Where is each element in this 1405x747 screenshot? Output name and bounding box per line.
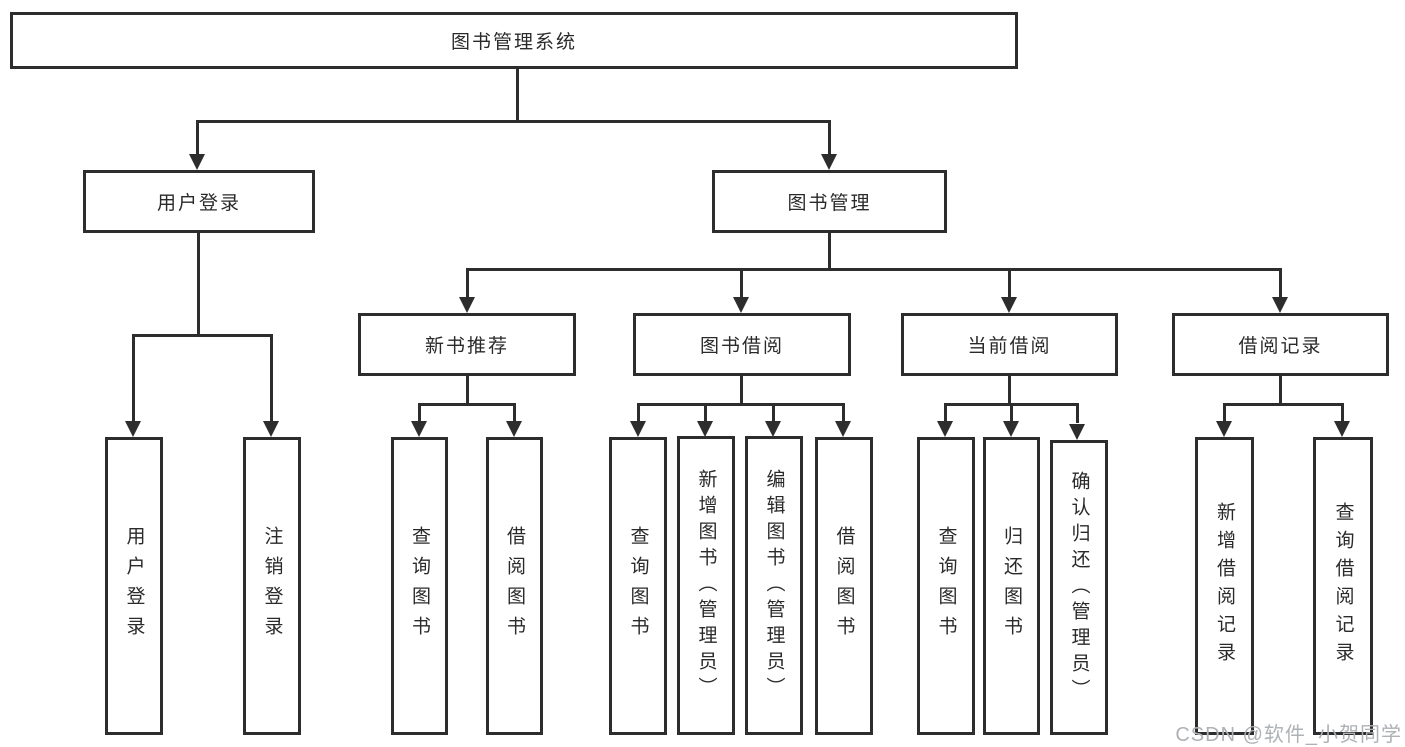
node-book-borrowing: 图书借阅 xyxy=(633,313,851,376)
edge-groupB-split xyxy=(637,403,845,406)
edge-user-login-stub xyxy=(197,233,200,336)
arrow-down-icon xyxy=(1003,421,1019,437)
edge-groupC-stub xyxy=(1008,376,1011,406)
edge-to-user-login xyxy=(196,120,199,156)
edge-to-borrow-record xyxy=(1279,268,1282,298)
node-label: 新增图书（管理员） xyxy=(695,468,717,703)
leaf-query-borrow-record: 查询借阅记录 xyxy=(1313,437,1373,735)
edge-root-stub xyxy=(516,68,519,122)
edge-groupB-child3 xyxy=(772,403,775,423)
edge-groupD-child1 xyxy=(1223,403,1226,423)
leaf-query-books-B: 查询图书 xyxy=(609,437,667,735)
edge-groupA-child2 xyxy=(513,403,516,423)
leaf-logout: 注销登录 xyxy=(243,437,301,735)
edge-level1-split xyxy=(196,120,831,123)
node-book-management: 图书管理 xyxy=(712,170,947,233)
edge-to-new-book xyxy=(466,268,469,298)
node-label: 用户登录 xyxy=(123,526,145,646)
leaf-confirm-return-admin: 确认归还（管理员） xyxy=(1050,440,1108,735)
leaf-borrow-books-A: 借阅图书 xyxy=(486,437,543,735)
arrow-down-icon xyxy=(630,421,646,437)
node-label: 图书借阅 xyxy=(699,336,784,357)
leaf-add-books-admin: 新增图书（管理员） xyxy=(677,436,735,735)
arrow-down-icon xyxy=(1216,421,1232,437)
edge-groupA-stub xyxy=(466,376,469,406)
leaf-edit-books-admin: 编辑图书（管理员） xyxy=(745,436,803,735)
arrow-down-icon xyxy=(1001,297,1017,313)
leaf-query-books-C: 查询图书 xyxy=(917,437,975,735)
node-library-management-system: 图书管理系统 xyxy=(10,12,1018,69)
node-label: 确认归还（管理员） xyxy=(1068,470,1090,705)
arrow-down-icon xyxy=(697,421,713,437)
arrow-down-icon xyxy=(459,297,475,313)
edge-to-leaf-user-login xyxy=(132,334,135,422)
node-current-borrowing: 当前借阅 xyxy=(901,313,1118,376)
node-label: 借阅图书 xyxy=(833,526,855,646)
edge-groupC-child1 xyxy=(944,403,947,423)
node-label: 注销登录 xyxy=(261,526,283,646)
arrow-down-icon xyxy=(821,154,837,170)
node-label: 用户登录 xyxy=(156,193,241,214)
node-label: 借阅图书 xyxy=(504,526,525,646)
leaf-add-borrow-record: 新增借阅记录 xyxy=(1195,437,1254,735)
edge-groupD-split xyxy=(1223,403,1343,406)
edge-groupA-split xyxy=(418,403,516,406)
edge-to-current-borrow xyxy=(1008,268,1011,298)
edge-groupD-stub xyxy=(1279,376,1282,406)
edge-groupD-child2 xyxy=(1341,403,1344,423)
node-label: 编辑图书（管理员） xyxy=(763,468,785,703)
node-user-login: 用户登录 xyxy=(83,170,315,233)
edge-to-book-borrow xyxy=(740,268,743,298)
leaf-user-login: 用户登录 xyxy=(105,437,163,735)
arrow-down-icon xyxy=(506,421,522,437)
arrow-down-icon xyxy=(937,421,953,437)
arrow-down-icon xyxy=(1272,297,1288,313)
edge-groupB-child4 xyxy=(842,403,845,423)
arrow-down-icon xyxy=(411,421,427,437)
edge-groupC-child3 xyxy=(1076,403,1079,423)
edge-groupB-stub xyxy=(740,376,743,406)
edge-groupC-child2 xyxy=(1010,403,1013,423)
node-new-book-recommend: 新书推荐 xyxy=(358,313,576,376)
node-label: 查询图书 xyxy=(627,526,649,646)
node-label: 归还图书 xyxy=(1001,526,1022,646)
node-label: 查询借阅记录 xyxy=(1332,502,1354,670)
edge-groupA-child1 xyxy=(418,403,421,423)
leaf-borrow-books-B: 借阅图书 xyxy=(815,437,873,735)
edge-book-mgmt-stub xyxy=(828,233,831,270)
node-label: 图书管理系统 xyxy=(450,32,577,53)
edge-to-leaf-logout xyxy=(270,334,273,422)
arrow-down-icon xyxy=(125,421,141,437)
leaf-query-books-A: 查询图书 xyxy=(391,437,448,735)
arrow-down-icon xyxy=(1069,424,1085,440)
node-borrowing-records: 借阅记录 xyxy=(1172,313,1389,376)
watermark: CSDN @软件_小贺同学 xyxy=(1175,724,1402,746)
node-label: 查询图书 xyxy=(935,526,957,646)
arrow-down-icon xyxy=(263,421,279,437)
arrow-down-icon xyxy=(733,297,749,313)
arrow-down-icon xyxy=(189,154,205,170)
edge-level3-split xyxy=(466,268,1281,271)
arrow-down-icon xyxy=(765,421,781,437)
node-label: 图书管理 xyxy=(787,193,872,214)
node-label: 当前借阅 xyxy=(967,336,1052,357)
arrow-down-icon xyxy=(1334,421,1350,437)
edge-groupB-child2 xyxy=(704,403,707,423)
arrow-down-icon xyxy=(835,421,851,437)
node-label: 借阅记录 xyxy=(1238,336,1323,357)
node-label: 新书推荐 xyxy=(424,336,509,357)
node-label: 查询图书 xyxy=(409,526,430,646)
leaf-return-books: 归还图书 xyxy=(983,437,1040,735)
edge-groupB-child1 xyxy=(637,403,640,423)
node-label: 新增借阅记录 xyxy=(1214,502,1235,670)
edge-user-login-split xyxy=(132,334,272,337)
edge-to-book-mgmt xyxy=(828,120,831,156)
